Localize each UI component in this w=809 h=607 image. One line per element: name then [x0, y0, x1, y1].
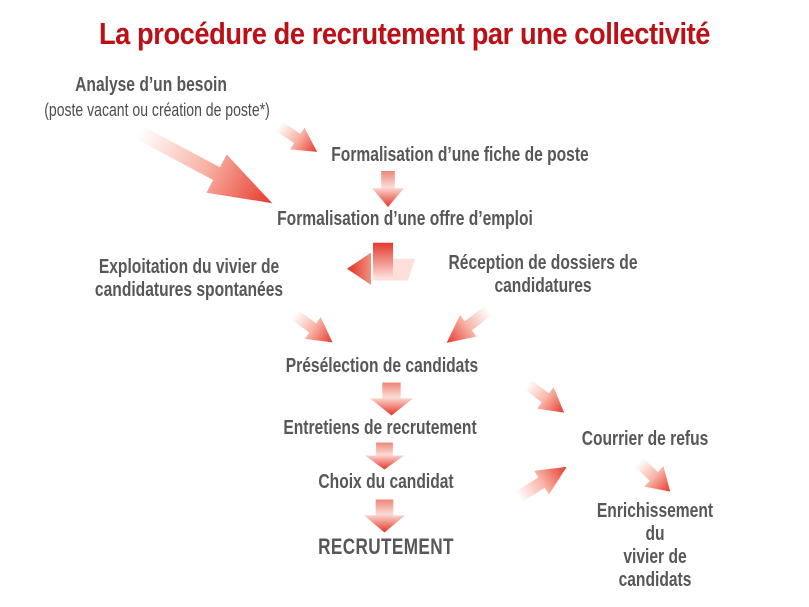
arrow-refus-to-enrichissement [629, 452, 680, 502]
slide-title: La procédure de recrutement par une coll… [98, 16, 711, 51]
arrow-entretiens-to-refus [519, 373, 573, 424]
node-fiche-de-poste: Formalisation d’une fiche de poste [331, 144, 589, 166]
node-choix-candidat: Choix du candidat [318, 471, 454, 493]
node-vivier-spontanees: Exploitation du vivier de candidatures s… [94, 256, 284, 301]
arrow-offre-to-preselection-bent [347, 242, 415, 285]
node-reception-dossiers: Réception de dossiers de candidatures [448, 252, 638, 297]
arrow-preselection-to-entretiens [370, 382, 413, 416]
arrow-entretiens-to-choix [364, 442, 405, 470]
node-preselection: Présélection de candidats [285, 355, 479, 377]
node-analyse-note: (poste vacant ou création de poste*) [44, 100, 270, 120]
node-enrichissement-vivier: Enrichissement du vivier de candidats [596, 500, 714, 591]
arrow-fiche-to-offre [372, 171, 404, 207]
node-offre-emploi: Formalisation d’une offre d’emploi [277, 208, 533, 230]
arrow-reception-to-preselection [438, 299, 497, 354]
arrow-analyse-to-offre [129, 113, 283, 223]
node-recrutement: RECRUTEMENT [318, 534, 454, 559]
arrow-choix-to-refus [510, 455, 575, 509]
arrow-vivier-to-preselection [286, 303, 341, 354]
node-analyse-besoin: Analyse d’un besoin [75, 74, 227, 96]
node-entretiens: Entretiens de recrutement [283, 417, 477, 439]
arrow-choix-to-recrutement [363, 499, 406, 533]
node-courrier-refus: Courrier de refus [581, 428, 709, 450]
arrow-analyse-to-fiche [271, 115, 325, 163]
